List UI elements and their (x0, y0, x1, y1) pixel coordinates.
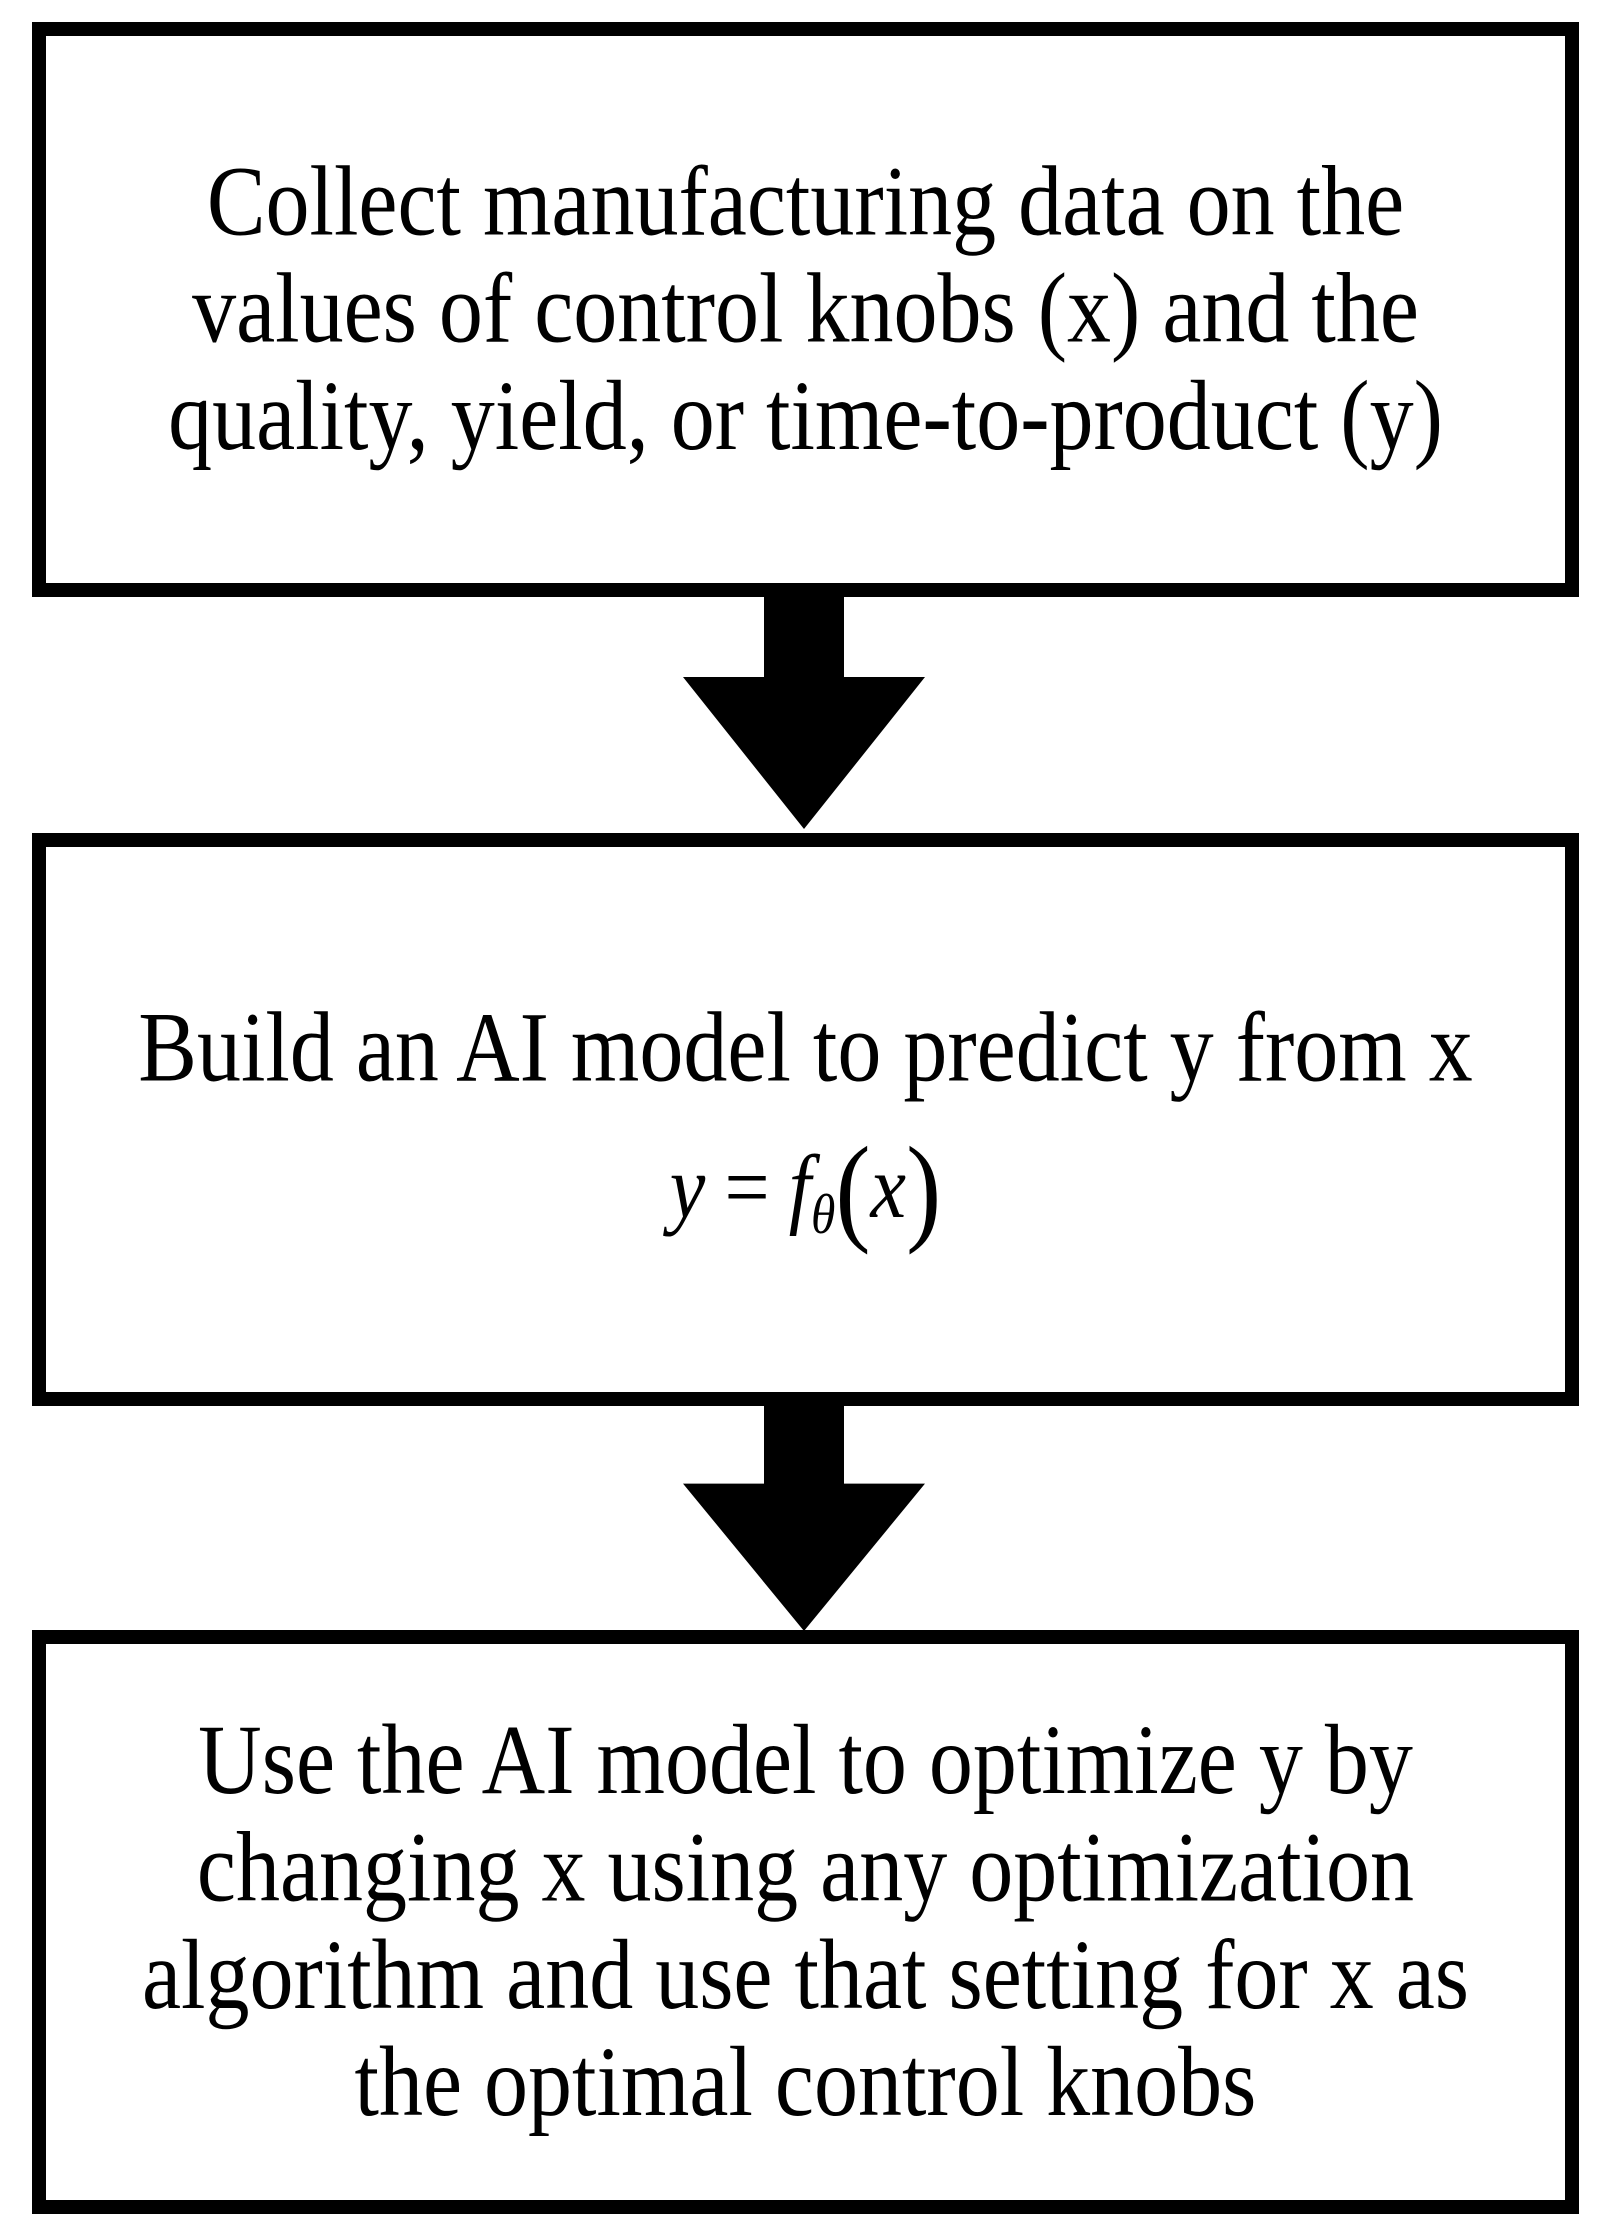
formula-close-paren: ) (906, 1122, 942, 1256)
step-text-collect-data: Collect manufacturing data on the values… (168, 148, 1443, 470)
formula-lhs: y (669, 1138, 706, 1238)
step-text-line: Use the AI model to optimize y by (198, 1706, 1413, 1816)
formula-argument: x (870, 1138, 907, 1238)
step-box-optimize: Use the AI model to optimize y by changi… (32, 1630, 1579, 2214)
step-text-build-model: Build an AI model to predict y from x y=… (138, 993, 1473, 1249)
step-text-line: quality, yield, or time-to-product (y) (168, 362, 1443, 472)
formula-function: f (788, 1138, 811, 1238)
formula-theta-subscript: θ (811, 1183, 836, 1246)
step-box-collect-data: Collect manufacturing data on the values… (32, 22, 1579, 597)
step-box-build-model: Build an AI model to predict y from x y=… (32, 833, 1579, 1406)
step-text-line: changing x using any optimization (196, 1813, 1415, 1924)
step-text-line: Build an AI model to predict y from x (138, 993, 1473, 1104)
step-text-line: values of control knobs (x) and the (192, 254, 1419, 365)
step-text-line: the optimal control knobs (354, 2028, 1257, 2138)
arrow-down-icon (683, 596, 925, 829)
step-text-line: algorithm and use that setting for x as (141, 1920, 1470, 2031)
formula-open-paren: ( (835, 1122, 871, 1256)
formula-equals-sign: = (724, 1138, 770, 1238)
step-text-optimize: Use the AI model to optimize y by changi… (142, 1707, 1469, 2136)
formula-y-equals-f-theta-x: y=fθ(x) (138, 1129, 1472, 1248)
step-text-line: Collect manufacturing data on the (206, 147, 1405, 257)
arrow-down-icon (683, 1405, 925, 1631)
